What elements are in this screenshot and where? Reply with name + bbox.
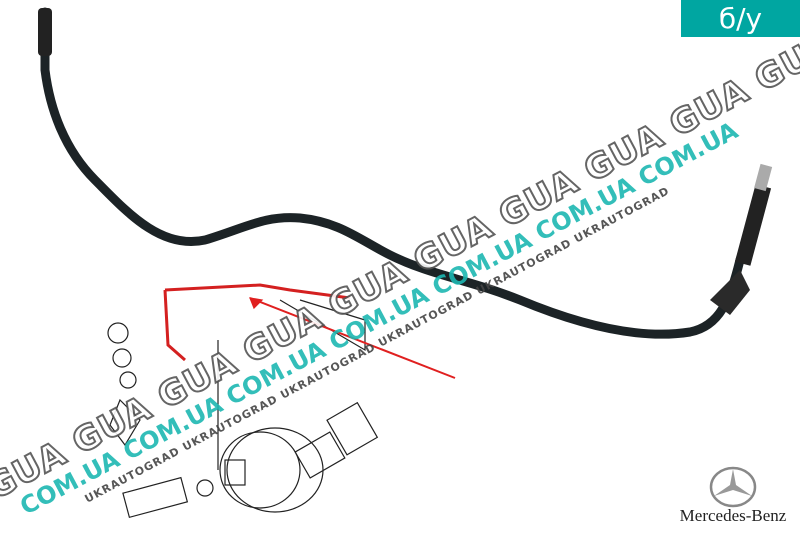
- svg-text:COM.UA COM.UA COM.UA: COM.UA COM.UA COM.UA COM.UA COM.UA COM.U…: [15, 116, 742, 520]
- svg-text:UKRAUTOGRAD UKRAUTO: UKRAUTOGRAD UKRAUTOGRAD UKRAUTOGRAD UKRA…: [83, 184, 672, 505]
- mercedes-star-logo: [709, 466, 757, 508]
- parts-diagram: [107, 283, 456, 519]
- brake-pipe: [38, 7, 773, 339]
- svg-text:GUA GUA GUA GUA GUA GUA GUA GU: GUA GUA GUA GUA GUA GUA GUA GUA GUA GUA …: [0, 0, 800, 509]
- used-condition-badge: б/у: [681, 0, 800, 37]
- brand-name: Mercedes-Benz: [679, 506, 787, 525]
